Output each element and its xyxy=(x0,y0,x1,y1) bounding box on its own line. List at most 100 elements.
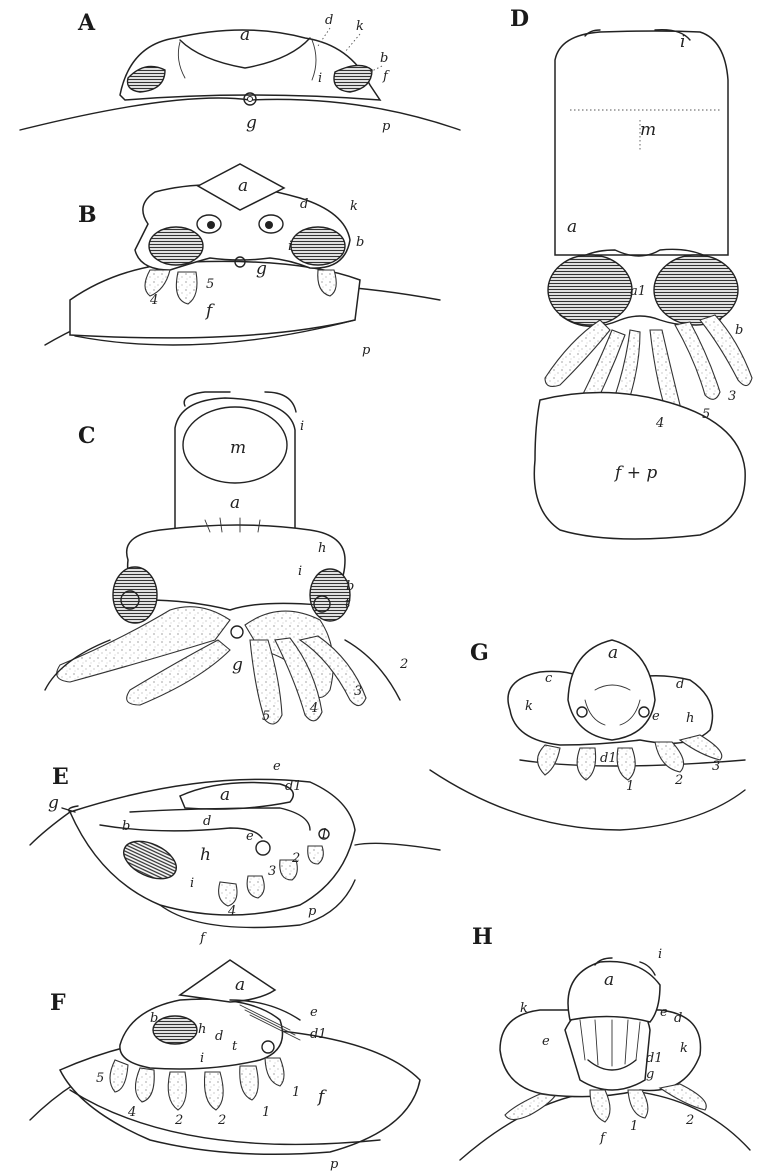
label-h: h xyxy=(318,541,326,556)
yolk-sac-outline xyxy=(20,98,460,130)
label-2: 2 xyxy=(674,773,683,788)
label-k2: k xyxy=(680,1041,688,1056)
eye-right xyxy=(654,255,738,325)
panel-c: C i m a h i b t g 5 4 3 2 xyxy=(45,392,408,724)
label-p: p xyxy=(362,343,371,358)
label-4: 4 xyxy=(309,701,318,716)
label-i: i xyxy=(190,876,194,891)
label-d1: d1 xyxy=(646,1051,663,1066)
label-i: i xyxy=(300,419,304,434)
label-i: i xyxy=(658,947,662,962)
panel-e: E e d1 a g d e b h i 1 2 3 4 p f xyxy=(30,759,440,946)
label-i: i xyxy=(288,239,292,254)
label-a: a xyxy=(230,493,240,513)
label-4: 4 xyxy=(149,293,158,308)
label-g: g xyxy=(232,655,243,675)
label-b: b xyxy=(356,235,364,250)
label-b: b xyxy=(122,819,130,834)
label-p: p xyxy=(330,1157,339,1172)
label-k: k xyxy=(356,19,364,34)
label-c: c xyxy=(545,671,553,686)
label-t: t xyxy=(345,596,351,611)
label-d: d xyxy=(300,197,308,212)
panel-h: H i a k e d e k d1 g f 1 2 xyxy=(460,924,750,1160)
arm-3 xyxy=(680,735,722,760)
funnel xyxy=(231,626,243,638)
label-2b: 2 xyxy=(217,1113,226,1128)
arm-1 xyxy=(617,748,635,780)
label-g: g xyxy=(646,1067,654,1082)
label-e: e xyxy=(310,1005,318,1020)
label-f: f xyxy=(199,931,207,946)
label-i: i xyxy=(200,1051,204,1066)
label-h: h xyxy=(200,845,211,865)
label-1b: 1 xyxy=(292,1085,300,1100)
panel-d: D i m a a1 b 3 5 4 f + p xyxy=(510,6,752,539)
label-h: h xyxy=(686,711,694,726)
eye-left xyxy=(149,227,203,265)
label-d: d xyxy=(215,1029,223,1044)
arm-g1 xyxy=(538,745,561,775)
eye-right xyxy=(291,227,345,265)
panel-letter: H xyxy=(472,924,493,950)
label-t: t xyxy=(232,1039,238,1054)
label-f-p: f + p xyxy=(613,463,657,483)
label-i: i xyxy=(318,71,322,86)
label-1a: 1 xyxy=(262,1105,270,1120)
label-b: b xyxy=(735,323,743,338)
label-1: 1 xyxy=(626,779,634,794)
eye-left xyxy=(113,567,157,623)
label-i2: i xyxy=(298,564,302,579)
label-b: b xyxy=(380,51,388,66)
panel-letter: E xyxy=(52,764,69,790)
label-3: 3 xyxy=(712,759,720,774)
label-4: 4 xyxy=(227,904,236,919)
panel-letter: F xyxy=(50,990,66,1016)
label-2: 2 xyxy=(291,851,300,866)
panel-b: B a d k b i g 4 5 f p xyxy=(45,164,440,358)
label-k: k xyxy=(350,199,358,214)
label-1: 1 xyxy=(630,1119,638,1134)
label-d1: d1 xyxy=(285,779,302,794)
panel-g: G a c d k e h d1 1 2 3 xyxy=(430,640,745,830)
label-d1: d1 xyxy=(600,751,617,766)
label-a: a xyxy=(608,643,618,663)
label-b: b xyxy=(346,579,354,594)
label-g: g xyxy=(256,259,267,279)
eye xyxy=(153,1016,197,1044)
panel-a: A a d k b f i g p xyxy=(20,10,460,134)
arm-2 xyxy=(655,742,684,772)
yolk-cap xyxy=(70,261,360,337)
label-3: 3 xyxy=(268,864,276,879)
label-2a: 2 xyxy=(174,1113,183,1128)
arm-2 xyxy=(660,1084,706,1110)
label-b: b xyxy=(150,1011,158,1026)
label-i: i xyxy=(680,32,685,52)
label-f: f xyxy=(382,69,390,84)
panel-f: F a e d1 b h d t i 5 4 2 2 1 1 f p xyxy=(30,960,420,1172)
label-e: e xyxy=(660,1005,668,1020)
label-3: 3 xyxy=(354,684,362,699)
label-3: 3 xyxy=(728,389,736,404)
arm-left xyxy=(505,1094,555,1120)
label-a: a xyxy=(240,25,250,45)
label-d: d xyxy=(674,1011,682,1026)
label-1: 1 xyxy=(320,827,328,842)
label-d: d xyxy=(203,814,211,829)
label-g: g xyxy=(246,113,257,133)
label-a: a xyxy=(235,975,245,995)
label-5: 5 xyxy=(262,709,270,724)
label-h: h xyxy=(198,1022,206,1037)
panel-letter: G xyxy=(470,640,489,666)
label-k: k xyxy=(525,699,533,714)
label-m: m xyxy=(640,120,656,140)
arm-g2 xyxy=(577,748,596,780)
label-p: p xyxy=(308,904,317,919)
label-a: a xyxy=(220,785,230,805)
label-e: e xyxy=(273,759,281,774)
arm-f xyxy=(590,1090,610,1122)
label-g: g xyxy=(48,793,59,813)
label-a1: a1 xyxy=(630,284,646,299)
label-4: 4 xyxy=(127,1105,136,1120)
